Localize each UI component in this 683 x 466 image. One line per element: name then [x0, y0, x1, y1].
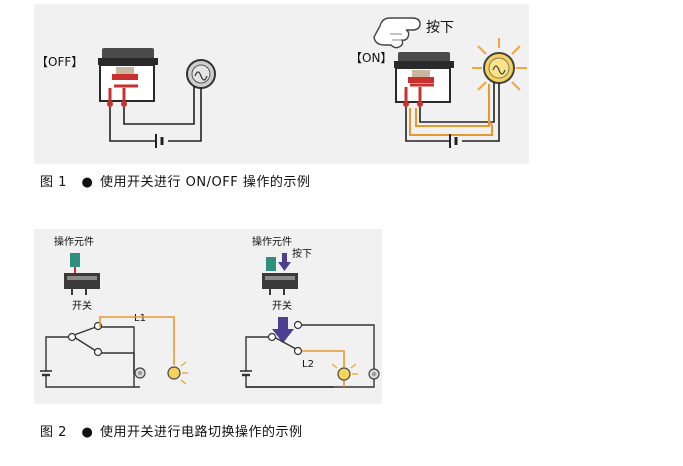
off-battery [155, 134, 164, 148]
on-label: 【ON】 [350, 51, 392, 65]
right-lamp-l2 [331, 357, 358, 381]
figure1-caption-text: 使用开关进行 ON/OFF 操作的示例 [100, 175, 311, 190]
right-lamp-label: L2 [302, 359, 314, 370]
figure2-caption: 图 2 ● 使用开关进行电路切换操作的示例 [40, 421, 303, 440]
off-diagram: 【OFF】 [36, 48, 216, 148]
on-press-label: 按下 [426, 20, 454, 36]
left-battery [40, 370, 52, 377]
left-lamp-l1 [167, 355, 188, 385]
left-operator [70, 253, 80, 267]
left-switch-label: 开关 [72, 299, 92, 312]
figure2-panel: 操作元件 开关 L1 [34, 229, 382, 404]
on-current-path [409, 84, 493, 136]
off-switch [98, 48, 158, 107]
press-arrow-icon [278, 253, 291, 271]
off-label: 【OFF】 [36, 55, 83, 69]
on-battery [449, 134, 458, 148]
figure1-caption-number: 图 1 [40, 175, 67, 190]
figure2-caption-bullet: ● [81, 425, 94, 440]
right-press-label: 按下 [292, 247, 312, 260]
on-diagram: 【ON】 按下 [350, 17, 527, 148]
right-battery [240, 370, 252, 377]
figure2-caption-number: 图 2 [40, 425, 67, 440]
left-operator-label: 操作元件 [54, 235, 94, 248]
left-switch [64, 273, 100, 295]
figure2-caption-text: 使用开关进行电路切换操作的示例 [100, 425, 303, 440]
on-wires [405, 82, 500, 142]
hand-icon [373, 17, 421, 49]
off-lamp [186, 59, 216, 89]
right-operator-label: 操作元件 [252, 235, 292, 248]
contact-press-arrow-icon [272, 317, 294, 343]
left-lamp-label: L1 [134, 313, 146, 324]
on-lamp [472, 38, 527, 91]
figure1-caption: 图 1 ● 使用开关进行 ON/OFF 操作的示例 [40, 171, 310, 190]
left-circuit: 操作元件 开关 L1 [40, 235, 188, 388]
off-wires [109, 86, 202, 142]
right-circuit: 操作元件 按下 开关 [240, 235, 380, 388]
figure1-caption-bullet: ● [81, 175, 94, 190]
right-switch-label: 开关 [272, 299, 292, 312]
left-lamp-l2 [134, 367, 146, 379]
right-lamp-l1 [368, 368, 380, 380]
figure1-panel: 【OFF】 [34, 4, 529, 164]
on-switch [394, 52, 454, 107]
right-operator [266, 257, 276, 271]
right-switch [262, 273, 298, 295]
